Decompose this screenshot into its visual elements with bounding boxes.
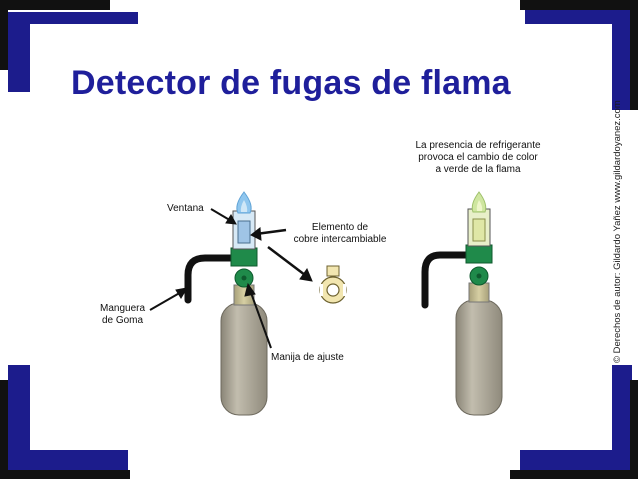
frame-bottom-left-black bbox=[0, 470, 130, 479]
frame-bottom-right-blue-vertical bbox=[612, 365, 632, 470]
frame-bottom-right-black-side bbox=[630, 380, 638, 479]
left-rubber-hose bbox=[184, 254, 240, 304]
left-adjust-knob-center bbox=[241, 275, 247, 281]
label-presencia-line1: La presencia de refrigerante bbox=[415, 140, 541, 151]
frame-bottom-right-black bbox=[510, 470, 638, 479]
left-green-fitting bbox=[230, 247, 258, 267]
right-gas-cylinder bbox=[455, 299, 503, 416]
label-presencia-line3: a verde de la flama bbox=[435, 164, 521, 175]
frame-bottom-right-blue-horizontal bbox=[520, 450, 632, 470]
left-flame-inner bbox=[240, 200, 248, 212]
frame-top-right-blue-vertical bbox=[612, 10, 630, 110]
label-ventana: Ventana bbox=[167, 203, 204, 214]
right-cylinder-neck bbox=[468, 282, 490, 303]
frame-top-right-black bbox=[520, 0, 638, 10]
slide-title: Detector de fugas de flama bbox=[71, 64, 511, 102]
label-elemento-cobre: Elemento de cobre intercambiable bbox=[290, 222, 390, 246]
spare-copper-element bbox=[319, 265, 347, 304]
label-elemento-line1: Elemento de bbox=[311, 222, 369, 233]
frame-bottom-left-blue-horizontal bbox=[8, 450, 128, 470]
frame-bottom-left-blue-vertical bbox=[8, 365, 30, 470]
frame-top-right-black-side bbox=[630, 0, 638, 110]
label-presencia-refrigerante: La presencia de refrigerante provoca el … bbox=[398, 140, 558, 176]
label-manija-ajuste: Manija de ajuste bbox=[271, 352, 344, 363]
frame-top-left-blue-bar bbox=[8, 12, 30, 92]
left-copper-element bbox=[237, 220, 251, 244]
right-rubber-hose bbox=[421, 251, 471, 309]
left-callout-arrows bbox=[149, 208, 313, 349]
label-manguera: Manguera de Goma bbox=[100, 303, 145, 327]
label-elemento-line2: cobre intercambiable bbox=[293, 234, 387, 245]
arrow-elemento bbox=[255, 228, 287, 236]
right-detector bbox=[421, 191, 503, 416]
label-presencia-line2: provoca el cambio de color bbox=[418, 152, 538, 163]
copyright-notice: © Derechos de autor: Gildardo Yañez www.… bbox=[612, 100, 623, 363]
arrow-spare-element bbox=[267, 246, 306, 276]
frame-top-left-blue-horizontal bbox=[8, 12, 138, 24]
frame-top-right-blue bbox=[525, 10, 630, 24]
arrow-manguera bbox=[149, 290, 184, 311]
frame-bottom-left-black-side bbox=[0, 380, 8, 479]
right-green-fitting bbox=[465, 244, 493, 264]
label-manguera-line2: de Goma bbox=[101, 315, 144, 326]
frame-top-left-black bbox=[0, 0, 110, 10]
right-copper-element bbox=[472, 218, 486, 242]
arrow-manija bbox=[249, 289, 272, 349]
frame-top-left-black-side bbox=[0, 0, 8, 70]
label-manguera-line1: Manguera bbox=[100, 303, 146, 314]
left-detector bbox=[184, 191, 347, 416]
